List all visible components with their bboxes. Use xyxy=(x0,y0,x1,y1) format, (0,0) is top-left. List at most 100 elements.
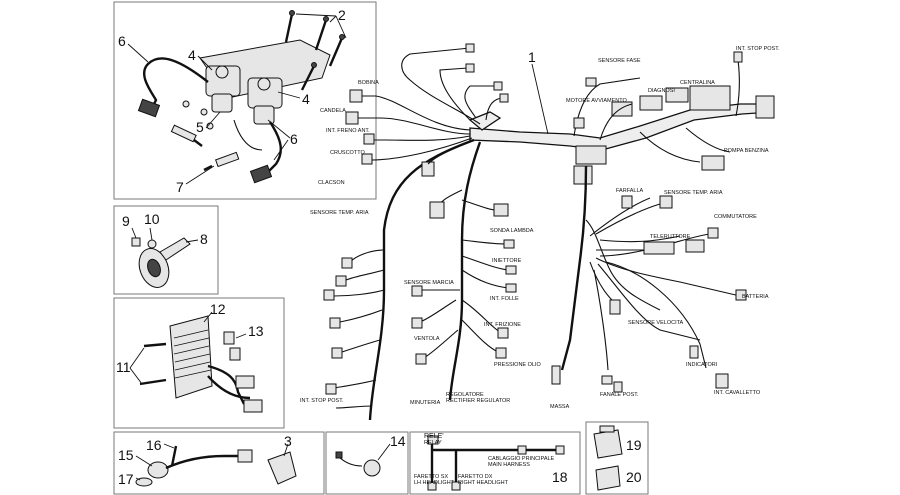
panel-relays: 19 20 xyxy=(585,421,649,495)
label-frizione: INT. FRIZIONE xyxy=(484,322,521,328)
regulator-lead xyxy=(207,364,246,405)
label-commutatore: COMMUTATORE xyxy=(714,214,757,220)
lh-headlight-connector xyxy=(427,481,437,491)
label-massa: MASSA xyxy=(550,404,570,410)
label-int-stop: INT. STOP POST. xyxy=(736,46,780,52)
callout-2: 2 xyxy=(338,7,346,23)
fuel-pump-connector xyxy=(701,155,725,171)
callout-20: 20 xyxy=(626,469,642,485)
callout-14: 14 xyxy=(390,433,406,449)
horn-bracket xyxy=(159,237,191,261)
callout-6b: 6 xyxy=(290,131,298,147)
panel-switch-frame xyxy=(325,431,409,495)
relay-socket xyxy=(427,435,439,445)
label-sensore-velocita: SENSORE VELOCITA xyxy=(628,320,684,326)
regulator-body xyxy=(169,315,213,399)
horn-nut xyxy=(131,237,141,247)
panel-switch: 14 xyxy=(325,431,409,495)
sensor-connector xyxy=(237,449,253,463)
panel-regulator: 12 13 11 xyxy=(113,297,285,429)
panel-horn: 9 10 8 xyxy=(113,205,219,295)
callout-15: 15 xyxy=(118,447,134,463)
callout-16: 16 xyxy=(146,437,162,453)
ht-lead-upper xyxy=(142,57,209,113)
regulator-screw-b xyxy=(139,378,167,386)
callout-13: 13 xyxy=(248,323,264,339)
label-sensore-fase: SENSORE FASE xyxy=(598,58,641,64)
coil-wire xyxy=(233,119,263,151)
label-centralina: CENTRALINA xyxy=(680,80,715,86)
regulator-screw-a xyxy=(143,342,167,348)
label-faretto-sx: FARETTO SX xyxy=(414,474,448,480)
regulator-connector-b xyxy=(243,399,263,413)
label-folle: INT. FOLLE xyxy=(490,296,519,302)
sensor-bolt xyxy=(170,445,178,467)
panel-regulator-frame xyxy=(113,297,285,429)
panel-ignition: 2 6 4 4 5 6 7 xyxy=(113,1,377,200)
label-rele-sub: RELAY xyxy=(424,440,442,446)
callout-4b: 4 xyxy=(302,91,310,107)
callout-17: 17 xyxy=(118,471,134,487)
label-diagnosi: DIAGNOSI xyxy=(648,88,675,94)
callout-12: 12 xyxy=(210,301,226,317)
panel-sensor: 16 15 17 3 xyxy=(113,431,325,495)
label-temp-aria: SENSORE TEMP. ARIA xyxy=(664,190,723,196)
callout-6a: 6 xyxy=(118,33,126,49)
label-sonda-lambda: SONDA LAMBDA xyxy=(490,228,534,234)
label-farfalla: FARFALLA xyxy=(616,188,644,194)
label-cablaggio: CABLAGGIO PRINCIPALE xyxy=(488,456,555,462)
callout-18: 18 xyxy=(552,469,568,485)
spark-plug-lower xyxy=(203,151,240,172)
label-ventola: VENTOLA xyxy=(414,336,440,342)
label-regolatore: REGOLATORE xyxy=(446,392,484,398)
label-regolatore-sub: RECTIFIER REGULATOR xyxy=(446,398,510,404)
sensor-cover xyxy=(267,451,297,485)
ht-lead-lower xyxy=(263,121,282,177)
label-freno-ant: INT. FRENO ANT. xyxy=(326,128,370,134)
panel-headlight-harness: RELE' RELAY CABLAGGIO PRINCIPALE MAIN HA… xyxy=(409,431,581,495)
plug-cap-lower xyxy=(249,164,273,184)
callout-5: 5 xyxy=(196,119,204,135)
label-minuteria: MINUTERIA xyxy=(410,400,441,406)
plug-cap-upper xyxy=(137,98,161,118)
panel-relays-frame xyxy=(585,421,649,495)
label-faretto-sx-sub: LH HEADLIGHT xyxy=(414,480,455,486)
label-fanale: FANALE POST. xyxy=(600,392,639,398)
label-int-stop-left: INT. STOP POST. xyxy=(300,398,344,404)
label-teleruttore: TELERUTTORE xyxy=(650,234,691,240)
switch-body xyxy=(363,459,381,477)
sensor-body xyxy=(147,461,169,479)
relay-20 xyxy=(595,465,621,491)
label-motore-avviamento: MOTORE AVVIAMENTO xyxy=(566,98,628,104)
label-rele: RELE' xyxy=(424,433,444,440)
rh-headlight-connector xyxy=(451,481,461,491)
bolt-group xyxy=(284,10,345,91)
callout-7: 7 xyxy=(176,179,184,195)
label-sensore-marcia: SENSORE MARCIA xyxy=(404,280,454,286)
label-pompa-benzina: POMPA BENZINA xyxy=(724,148,769,154)
spark-plug-upper xyxy=(170,124,203,147)
callout-4a: 4 xyxy=(188,47,196,63)
callout-1: 1 xyxy=(528,49,536,65)
panel-horn-frame xyxy=(113,205,219,295)
label-candela: CANDELA xyxy=(320,108,346,114)
callout-9: 9 xyxy=(122,213,130,229)
label-frecce: INDICATORI xyxy=(686,362,718,368)
label-faretto-dx: FARETTO DX xyxy=(458,474,493,480)
panel-sensor-frame xyxy=(113,431,325,495)
harness-junction xyxy=(575,145,607,165)
label-cablaggio-sub: MAIN HARNESS xyxy=(488,462,530,468)
label-faretto-dx-sub: RIGHT HEADLIGHT xyxy=(458,480,509,486)
callout-10: 10 xyxy=(144,211,160,227)
ignition-coil-right xyxy=(247,77,283,125)
ecu-box xyxy=(689,85,731,111)
label-bobina: BOBINA xyxy=(358,80,379,86)
label-cavalletto: INT. CAVALLETTO xyxy=(714,390,761,396)
main-harness: 1 xyxy=(300,43,780,421)
label-clacson: CLACSON xyxy=(318,180,345,186)
panel-ignition-frame xyxy=(113,1,377,200)
label-iniettore: INIETTORE xyxy=(492,258,522,264)
horn-center xyxy=(147,258,161,278)
relay-19 xyxy=(593,429,623,459)
